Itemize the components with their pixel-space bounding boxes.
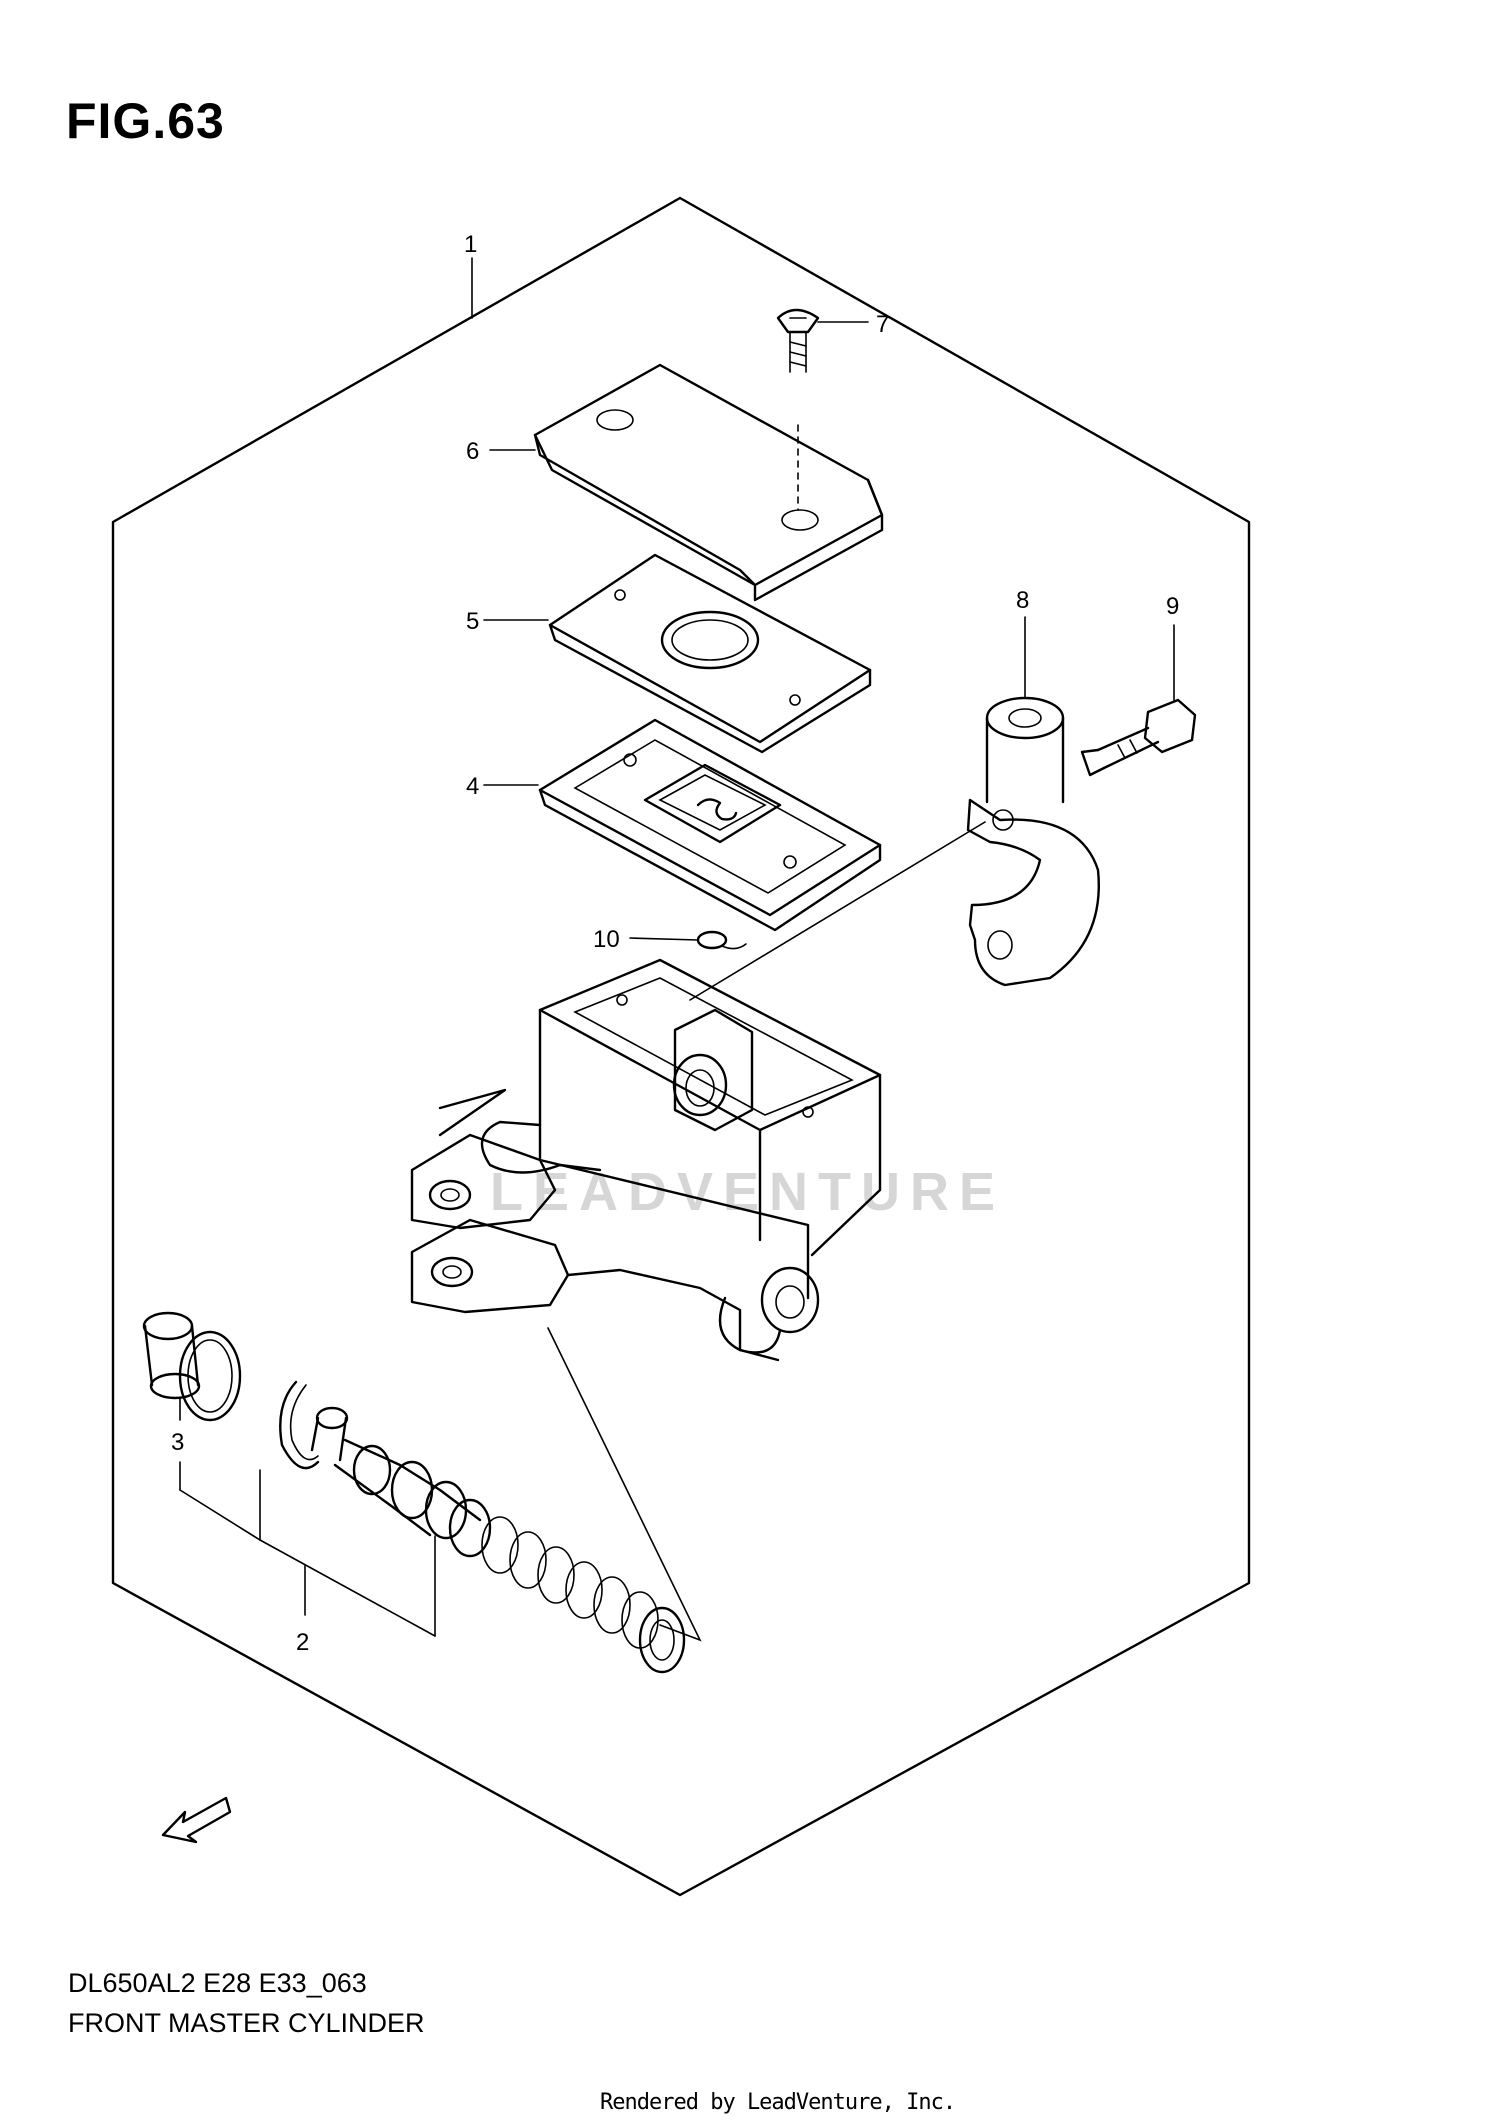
reservoir-cap: [533, 363, 884, 602]
svg-text:1: 1: [464, 231, 477, 258]
cap-screw: [776, 308, 820, 511]
master-cylinder-body: [410, 958, 882, 1362]
callout-1: 1: [464, 231, 477, 319]
callout-3: 3: [171, 1397, 184, 1491]
svg-text:4: 4: [466, 773, 479, 800]
svg-text:FWD: FWD: [190, 1805, 223, 1832]
piston-assembly: [310, 1406, 492, 1558]
callout-5: 5: [466, 608, 549, 635]
handlebar-clamp: [689, 696, 1100, 1001]
clamp-bolt: [1080, 698, 1197, 777]
svg-text:9: 9: [1166, 593, 1179, 620]
drawing-code: DL650AL2 E28 E33_063: [68, 1968, 367, 1998]
callout-9: 9: [1166, 593, 1179, 701]
svg-text:3: 3: [171, 1429, 184, 1456]
svg-text:5: 5: [466, 608, 479, 635]
callout-8: 8: [1016, 587, 1029, 699]
assembly-guide-line: [547, 1327, 702, 1642]
watermark-text: LEADVENTURE: [490, 1162, 1005, 1222]
callout-2: 2: [179, 1469, 436, 1656]
svg-text:2: 2: [296, 1629, 309, 1656]
diaphragm: [538, 718, 882, 932]
forward-arrow-icon: FWD: [161, 1796, 232, 1844]
circlip: [279, 1380, 320, 1470]
svg-text:7: 7: [876, 311, 889, 338]
figure-title: FIG.63: [66, 93, 225, 149]
callout-4: 4: [466, 773, 539, 800]
svg-text:6: 6: [466, 438, 479, 465]
callout-6: 6: [466, 438, 536, 465]
render-credit: Rendered by LeadVenture, Inc.: [600, 2090, 956, 2115]
cap-plate: [548, 553, 872, 754]
svg-text:10: 10: [593, 926, 620, 953]
callout-10: 10: [593, 926, 699, 953]
return-spring: [481, 1516, 686, 1674]
assembly-name: FRONT MASTER CYLINDER: [68, 2008, 425, 2038]
svg-text:8: 8: [1016, 587, 1029, 614]
dust-boot: [142, 1311, 242, 1422]
clip: [696, 930, 747, 950]
assembly-boundary: [111, 196, 1251, 1897]
callout-7: 7: [817, 311, 889, 338]
